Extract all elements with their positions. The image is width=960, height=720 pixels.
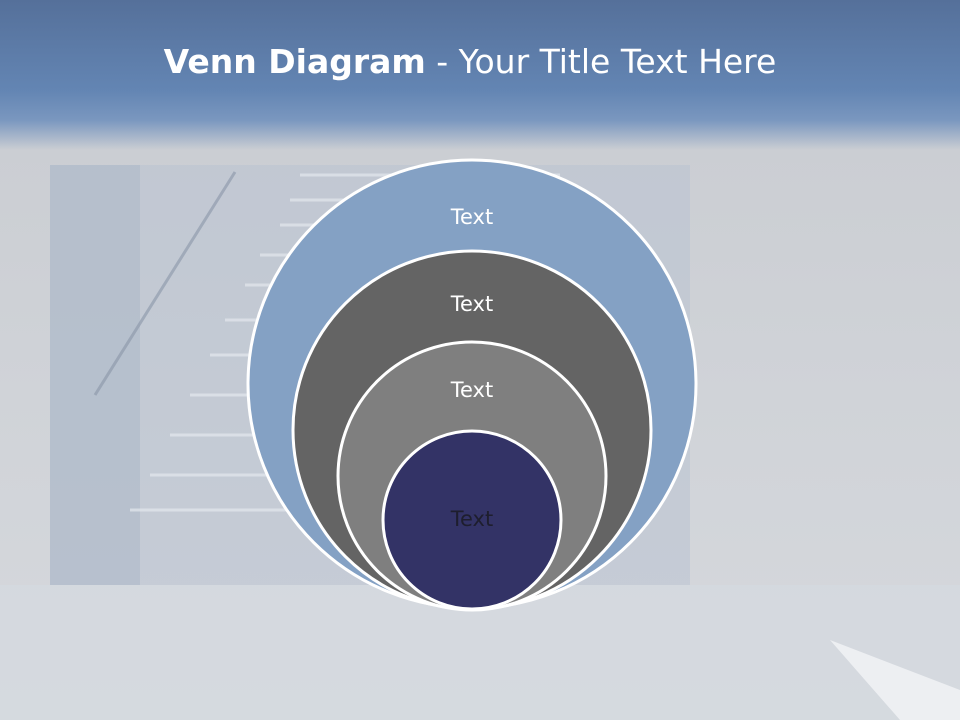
inner-circle-label: Text	[450, 507, 494, 531]
title-rest: - Your Title Text Here	[425, 42, 777, 81]
slide-title: Venn Diagram - Your Title Text Here	[0, 40, 940, 84]
inner-circle	[381, 429, 563, 611]
outer-circle-label: Text	[450, 205, 494, 229]
second-circle-label: Text	[450, 292, 494, 316]
title-bold: Venn Diagram	[163, 42, 426, 81]
header-band	[0, 0, 960, 150]
third-circle-label: Text	[450, 378, 494, 402]
